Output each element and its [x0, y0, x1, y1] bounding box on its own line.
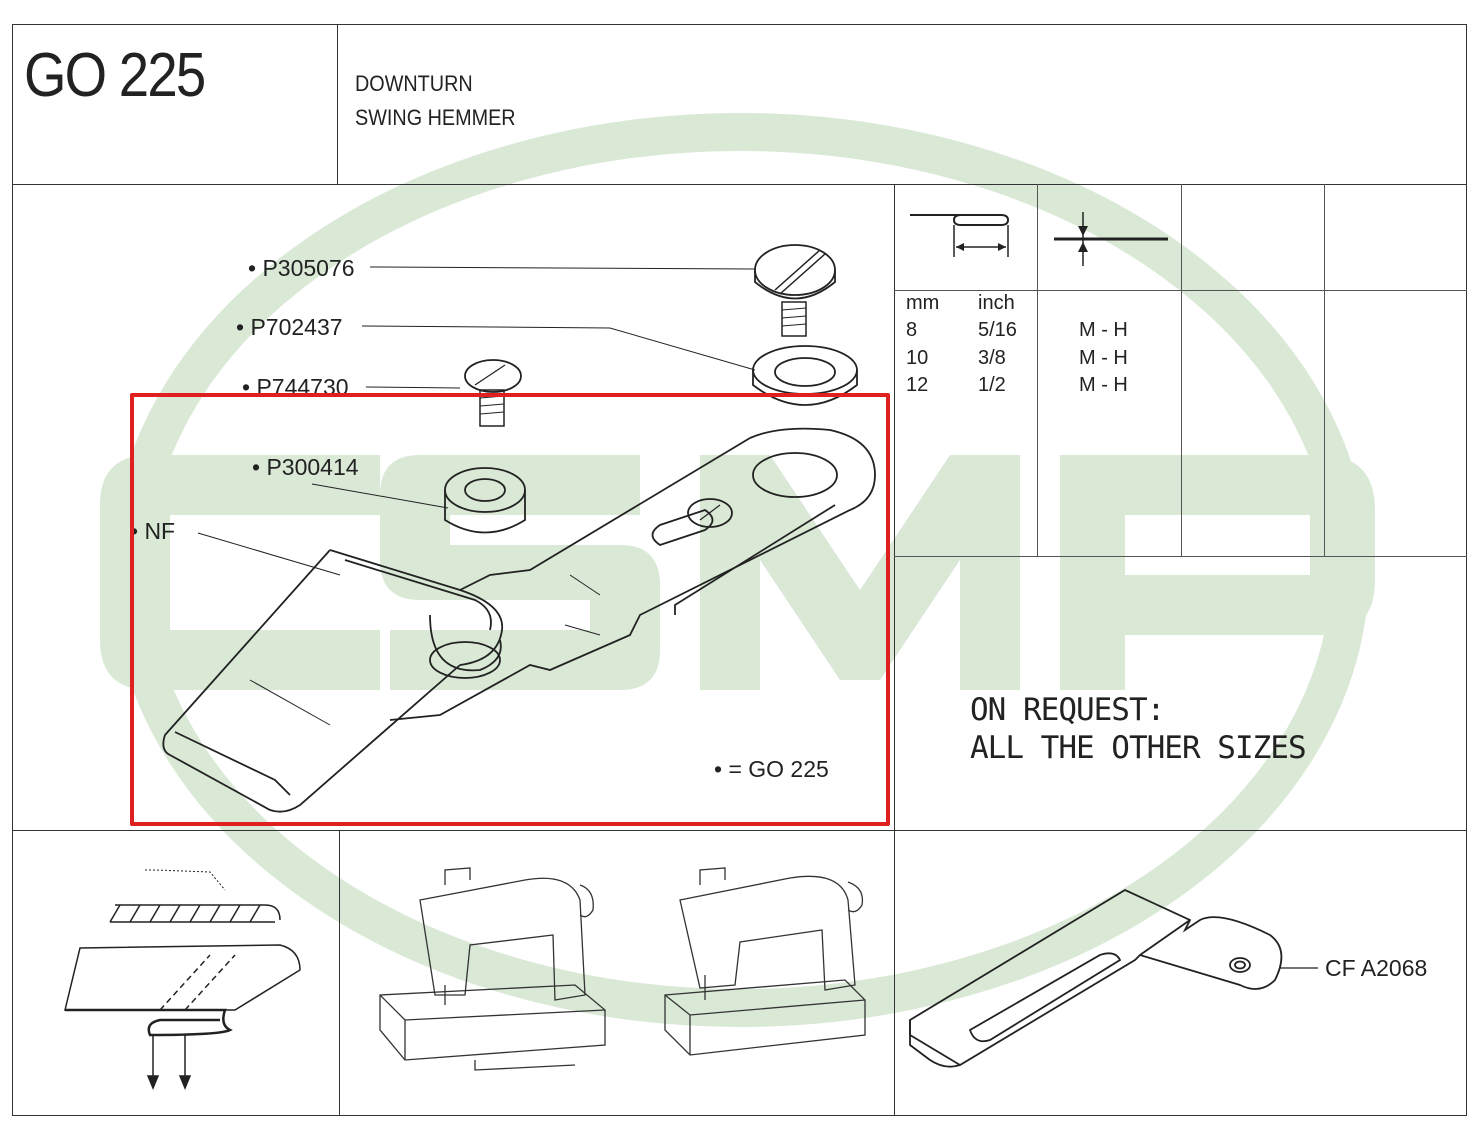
row-1-inch: 5/16 [978, 319, 1017, 341]
exploded-parts-drawing [162, 244, 876, 813]
main-divider [894, 184, 895, 1116]
accessory-plate-drawing [909, 888, 1318, 1068]
accessory-code: CF A2068 [1325, 955, 1428, 981]
table-bottom-rule [894, 556, 1467, 557]
row-2-mm: 10 [906, 347, 929, 369]
highlight-box [130, 393, 890, 826]
sewing-machine-left [379, 867, 606, 1071]
col-inch-header: inch [978, 292, 1015, 314]
sewing-machine-right [664, 867, 866, 1056]
on-request-line-1: ON REQUEST: [970, 692, 1165, 728]
row-3-inch: 1/2 [978, 374, 1006, 396]
hem-width-icon [910, 214, 1010, 257]
legend-go225: • = GO 225 [714, 756, 829, 782]
table-row-rule [894, 290, 1467, 291]
header-bottom-rule [12, 184, 1467, 185]
sheet-frame [12, 24, 1467, 1116]
row-3-mm: 12 [906, 374, 929, 396]
hem-fold-diagram [64, 869, 301, 1090]
row-2-weight: M - H [1079, 347, 1128, 369]
model-number: GO 225 [24, 41, 206, 110]
row-1-weight: M - H [1079, 319, 1128, 341]
header-divider [337, 24, 338, 185]
table-col-1 [1037, 184, 1038, 556]
description-line-2: SWING HEMMER [355, 105, 516, 130]
on-request-line-2: ALL THE OTHER SIZES [970, 730, 1307, 766]
bottom-divider [339, 830, 340, 1116]
part-label-p702437: • P702437 [236, 314, 343, 340]
part-label-p300414: • P300414 [252, 454, 359, 480]
bottom-section-rule [12, 830, 1467, 831]
part-label-nf: • NF [130, 518, 176, 544]
part-label-p305076: • P305076 [248, 255, 355, 281]
table-col-3 [1324, 184, 1325, 556]
col-mm-header: mm [906, 292, 940, 314]
table-col-2 [1181, 184, 1182, 556]
row-1-mm: 8 [906, 319, 918, 341]
row-2-inch: 3/8 [978, 347, 1006, 369]
material-thickness-icon [1054, 212, 1168, 266]
description-line-1: DOWNTURN [355, 71, 473, 96]
row-3-weight: M - H [1079, 374, 1128, 396]
